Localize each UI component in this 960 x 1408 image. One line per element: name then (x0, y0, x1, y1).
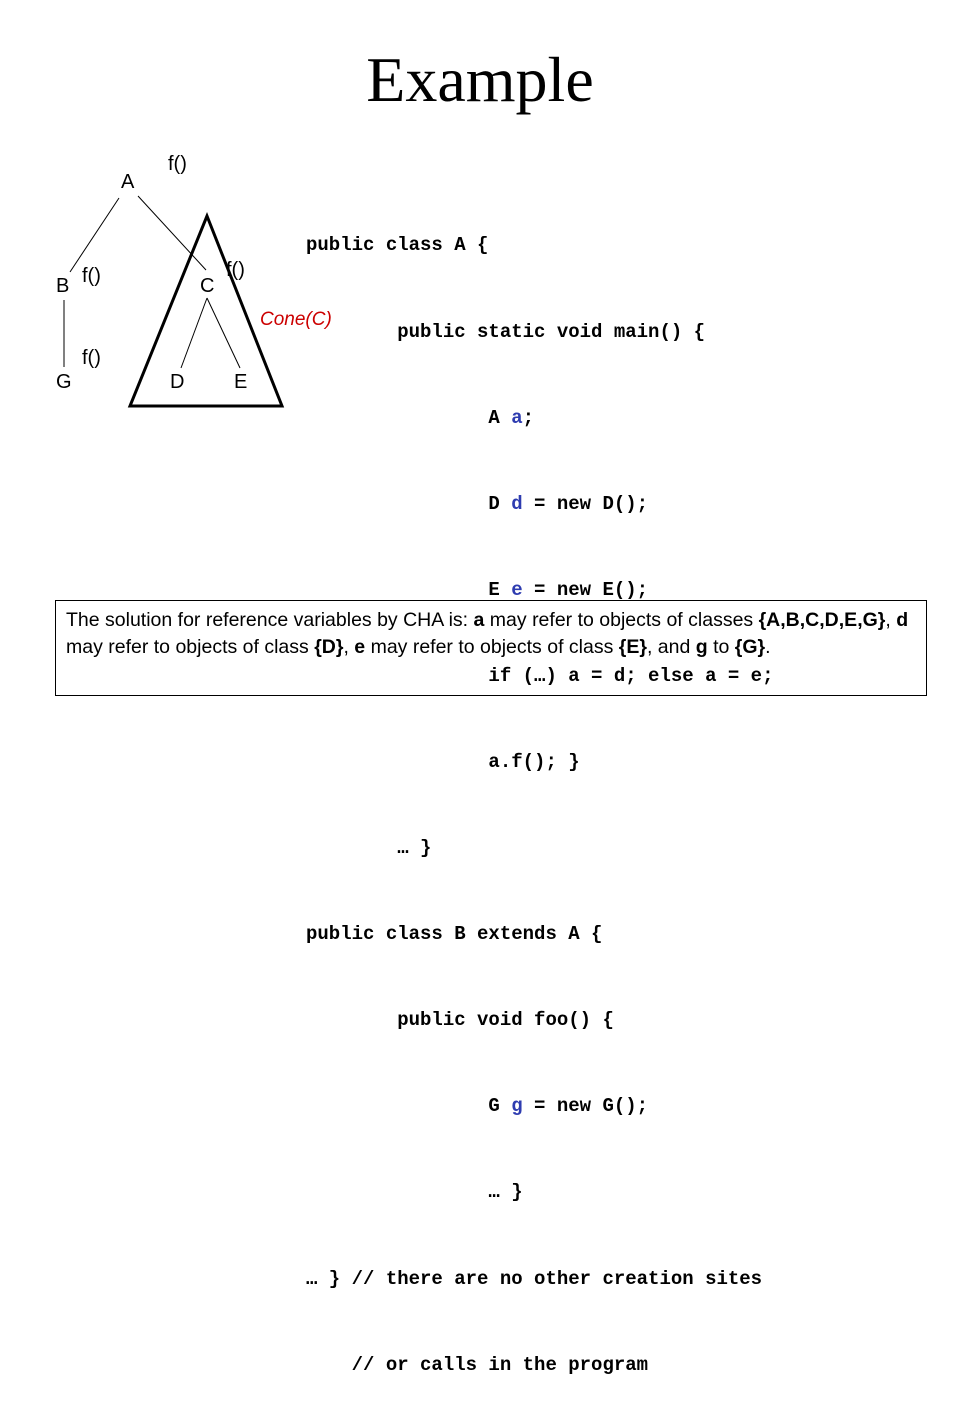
node-c: C (200, 275, 214, 297)
code-line: public static void main() { (306, 320, 706, 343)
code-variable-e: e (511, 578, 523, 601)
code-line: A a; (306, 404, 773, 433)
solution-set-g: {G} (734, 636, 766, 658)
solution-set-e: {E} (618, 636, 647, 658)
solution-var-d: d (896, 609, 909, 631)
solution-text: , and (646, 636, 696, 658)
solution-text: The solution for reference variables by … (66, 609, 474, 631)
code-variable-d: d (511, 492, 523, 515)
code-line: … } (306, 837, 432, 860)
node-d: D (170, 371, 184, 393)
method-label-g: f() (82, 347, 101, 369)
method-label-b: f() (82, 265, 101, 287)
code-text: = new G(); (522, 1095, 649, 1118)
node-a: A (121, 171, 135, 193)
class-hierarchy-diagram: A B C D E G f() f() f() f() Cone(C) (56, 153, 332, 408)
code-line: G g = new G(); (306, 1092, 773, 1121)
cone-label: Cone(C) (260, 309, 332, 330)
code-line: … } (306, 1181, 523, 1204)
solution-text: may refer to objects of class (365, 636, 619, 658)
method-label-c: f() (226, 259, 245, 281)
node-e: E (234, 371, 247, 393)
code-line: public void foo() { (306, 1009, 614, 1032)
code-text: D (306, 492, 512, 515)
solution-text: to (707, 636, 735, 658)
code-variable-a: a (511, 406, 523, 429)
node-b: B (56, 275, 69, 297)
code-text: = new D(); (522, 492, 649, 515)
node-g: G (56, 371, 72, 393)
code-text: = new E(); (522, 578, 649, 601)
edge-c-e (206, 297, 241, 369)
code-text: E (306, 578, 512, 601)
solution-text: , (885, 609, 897, 631)
solution-text: may refer to objects of class (66, 636, 315, 658)
cone-triangle (127, 211, 285, 408)
code-line: if (…) a = d; else a = e; (306, 664, 774, 687)
code-line: public class A { (306, 234, 489, 257)
solution-set-a: {A,B,C,D,E,G} (758, 609, 886, 631)
code-variable-g: g (511, 1095, 523, 1118)
code-listing: public class A { public static void main… (306, 174, 773, 1408)
solution-text: . (765, 636, 771, 658)
code-line: … } // there are no other creation sites (306, 1267, 763, 1290)
code-line: D d = new D(); (306, 490, 773, 519)
solution-text: , (343, 636, 355, 658)
solution-var-g: g (695, 636, 708, 658)
code-text: ; (522, 406, 535, 429)
slide-title: Example (366, 44, 594, 115)
code-line: a.f(); } (306, 750, 580, 773)
edge-c-d (180, 297, 208, 369)
code-text: A (306, 406, 512, 429)
code-line: E e = new E(); (306, 576, 773, 605)
solution-set-d: {D} (314, 636, 344, 658)
solution-text: may refer to objects of classes (484, 609, 759, 631)
solution-var-e: e (354, 636, 366, 658)
edge-a-c (137, 195, 207, 271)
solution-box: The solution for reference variables by … (55, 600, 927, 696)
code-line: public class B extends A { (306, 923, 603, 946)
code-text: G (306, 1095, 512, 1118)
code-line: // or calls in the program (306, 1353, 649, 1376)
edge-a-b (69, 197, 120, 273)
method-label-a: f() (168, 153, 187, 175)
solution-var-a: a (473, 609, 485, 631)
